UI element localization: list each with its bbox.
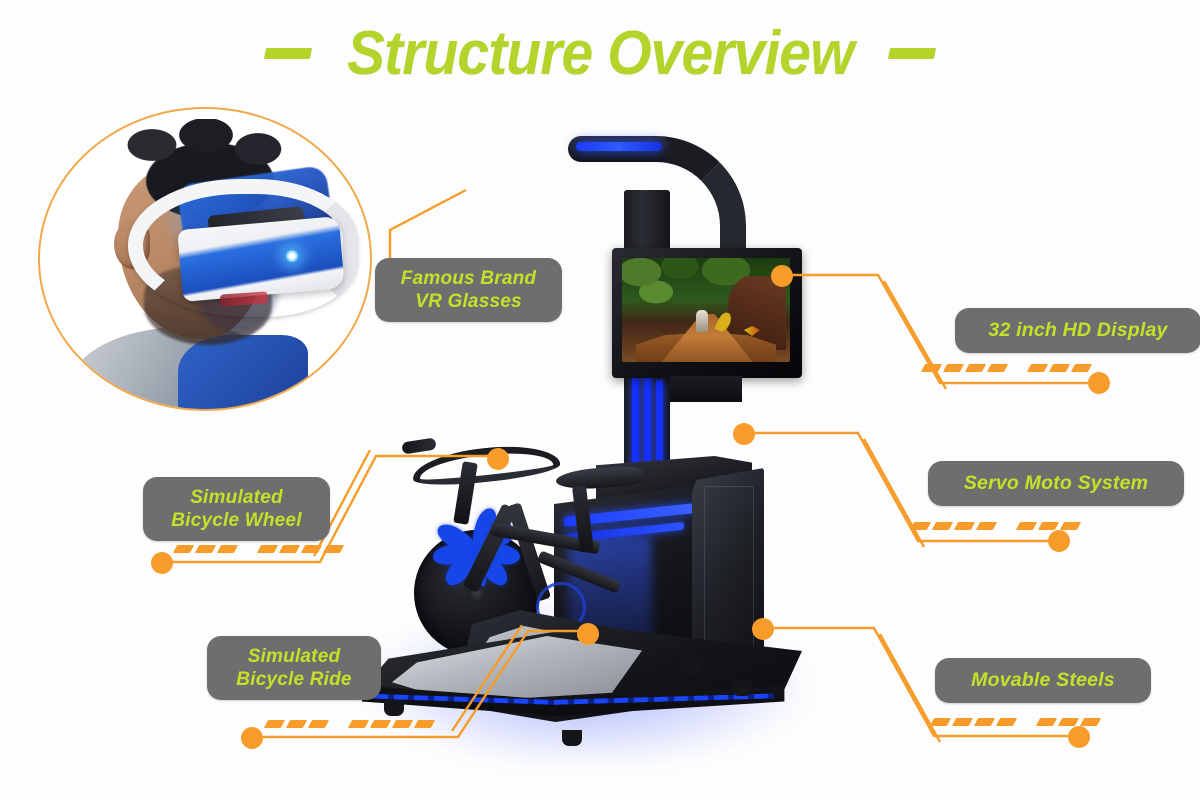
- callout-servo-moto-system[interactable]: Servo Moto System: [928, 461, 1184, 506]
- connector-dot-wheel-end: [151, 552, 173, 574]
- title-dash-left: [263, 48, 312, 59]
- callout-simulated-bicycle-ride[interactable]: Simulated Bicycle Ride: [207, 636, 381, 700]
- page-title: Structure Overview: [0, 18, 1200, 89]
- column-led-2: [644, 370, 651, 490]
- column-led-3: [656, 380, 663, 484]
- shirt-shape: [178, 335, 308, 409]
- callout-famous-brand-vr-glasses[interactable]: Famous Brand VR Glasses: [375, 258, 562, 322]
- title-dash-right: [888, 48, 937, 59]
- hanger-led-strip: [576, 142, 662, 151]
- display-stand: [670, 376, 742, 402]
- connector-dot-display-source: [771, 265, 793, 287]
- panel-seam: [704, 486, 754, 650]
- connector-dot-steels-end: [1068, 726, 1090, 748]
- vr-bicycle-simulator: [340, 130, 840, 770]
- connector-dashes-wheel: [172, 545, 345, 553]
- connector-dot-servo-source: [733, 423, 755, 445]
- connector-dashes-display: [920, 364, 1093, 372]
- connector-dot-ride-end: [241, 727, 263, 749]
- connector-dashes-steels: [929, 718, 1102, 726]
- connector-dot-steels-source: [752, 618, 774, 640]
- vr-photo-content: [40, 109, 370, 409]
- game-scene-rider: [696, 310, 708, 332]
- headset-body: [177, 216, 345, 302]
- base-foot-front: [562, 730, 582, 746]
- column-led-1: [632, 376, 639, 488]
- connector-dashes-ride: [263, 720, 436, 728]
- connector-dot-wheel-source: [487, 448, 509, 470]
- connector-dot-ride-source: [577, 623, 599, 645]
- base-foot-left: [384, 700, 404, 716]
- base-foot-right: [732, 680, 752, 696]
- callout-simulated-bicycle-wheel[interactable]: Simulated Bicycle Wheel: [143, 477, 330, 541]
- handlebar-grip: [401, 437, 437, 455]
- connector-dashes-servo: [909, 522, 1082, 530]
- game-scene-bird: [744, 326, 760, 336]
- callout-32-inch-hd-display[interactable]: 32 inch HD Display: [955, 308, 1200, 353]
- headset-power-led-icon: [285, 249, 299, 263]
- connector-dot-display-end: [1088, 372, 1110, 394]
- page-title-text: Structure Overview: [346, 19, 854, 88]
- callout-movable-steels[interactable]: Movable Steels: [935, 658, 1151, 703]
- vr-headset-photo: [38, 107, 372, 411]
- base-foot-rear: [682, 658, 702, 674]
- connector-dot-servo-end: [1048, 530, 1070, 552]
- hd-display-screen: [622, 258, 790, 362]
